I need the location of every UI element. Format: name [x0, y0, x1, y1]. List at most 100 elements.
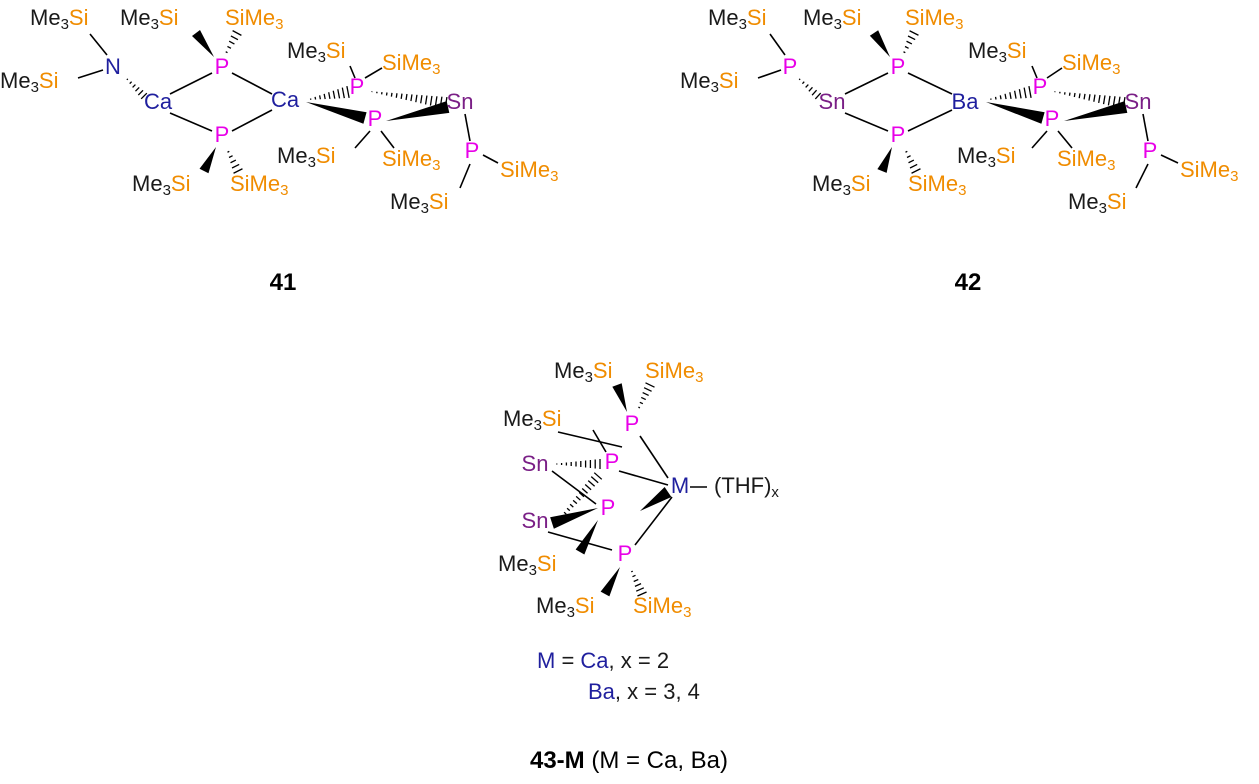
legend-equals: = [555, 648, 580, 673]
legend-line-2: Ba, x = 3, 4 [588, 679, 700, 704]
bond [1135, 163, 1149, 189]
bond [1031, 130, 1048, 149]
phosphorus-label: P [368, 106, 383, 131]
tin-label: Sn [522, 451, 549, 476]
wedge-bond [600, 567, 620, 597]
wedge-bond [192, 30, 214, 57]
legend-ba-x: , x = 3, 4 [615, 679, 700, 704]
legend-ca-x: , x = 2 [609, 648, 670, 673]
me3si-label: Me3Si [554, 358, 612, 386]
bond [1046, 67, 1063, 79]
bond [757, 69, 782, 79]
wedge-bond [199, 147, 216, 174]
wedge-bond [986, 102, 1045, 124]
hashed-bond [798, 78, 822, 100]
compound-43-label: 43-M (M = Ca, Ba) [530, 747, 728, 774]
hashed-bond [225, 30, 242, 54]
sime3-label: SiMe3 [225, 5, 283, 33]
compound-43-bold: 43-M [530, 747, 585, 774]
bond [618, 470, 669, 486]
bond [551, 470, 597, 505]
me3si-label: Me3Si [680, 68, 738, 96]
calcium-label: Ca [271, 87, 300, 112]
wedge-bond [877, 147, 892, 173]
bond [77, 69, 104, 79]
bond [639, 435, 669, 479]
phosphorus-label: P [891, 54, 906, 79]
compound-41-label: 41 [270, 269, 297, 296]
hashed-bond [638, 382, 655, 409]
me3si-label: Me3Si [498, 551, 556, 579]
bond [169, 112, 213, 132]
legend-ca: Ca [580, 648, 609, 673]
bond [231, 72, 273, 95]
me3si-label: Me3Si [0, 68, 58, 96]
phosphorus-label: P [1033, 74, 1048, 99]
sime3-label: SiMe3 [500, 157, 558, 185]
me3si-label: Me3Si [120, 5, 178, 33]
wedge-bond [869, 30, 890, 57]
me3si-label: Me3Si [390, 189, 448, 217]
sime3-label: SiMe3 [230, 171, 288, 199]
phosphorus-label: P [605, 449, 620, 474]
legend-ba: Ba [588, 679, 616, 704]
bond [1142, 113, 1149, 142]
hashed-bond [1054, 91, 1126, 110]
bond [354, 130, 371, 149]
sime3-label: SiMe3 [1180, 157, 1238, 185]
bond [907, 72, 953, 95]
phosphorus-label: P [215, 122, 230, 147]
hashed-bond [905, 150, 921, 174]
phosphorus-label: P [1045, 106, 1060, 131]
nitrogen-label: N [105, 54, 121, 79]
sime3-label: SiMe3 [382, 146, 440, 174]
phosphorus-label: P [783, 54, 798, 79]
calcium-label: Ca [144, 89, 173, 114]
bonds [77, 30, 1179, 597]
bond [592, 429, 607, 453]
bond [1031, 65, 1038, 79]
hashed-bond [990, 85, 1032, 100]
wedge-bond [306, 102, 367, 124]
sime3-label: SiMe3 [645, 358, 703, 386]
bond [231, 109, 273, 132]
bond [634, 496, 673, 546]
me3si-label: Me3Si [30, 5, 88, 33]
phosphorus-label: P [891, 122, 906, 147]
bond [557, 431, 623, 448]
bond [169, 72, 213, 95]
legend-line-1: M = Ca, x = 2 [537, 648, 669, 673]
me3si-label: Me3Si [708, 5, 766, 33]
bond [349, 65, 356, 79]
wedge-bond [640, 487, 672, 511]
legend-metal: M [537, 648, 555, 673]
phosphorus-label: P [625, 411, 640, 436]
bond [844, 72, 889, 95]
hashed-bond [630, 570, 647, 597]
phosphorus-label: P [618, 541, 633, 566]
compound-42-label: 42 [955, 269, 982, 296]
sime3-label: SiMe3 [382, 50, 440, 78]
bond [907, 109, 953, 132]
bond [464, 113, 471, 142]
me3si-label: Me3Si [968, 38, 1026, 66]
bond [844, 112, 889, 132]
barium-label: Ba [952, 89, 980, 114]
hashed-bond [126, 78, 148, 100]
tin-label: Sn [447, 89, 474, 114]
hashed-bond [227, 150, 243, 174]
wedge-bond [575, 520, 598, 555]
hashed-bond [309, 85, 350, 100]
wedge-bond [1064, 101, 1128, 121]
phosphorus-label: P [350, 74, 365, 99]
thf-label: (THF)x [714, 473, 779, 501]
sime3-label: SiMe3 [908, 171, 966, 199]
me3si-label: Me3Si [957, 143, 1015, 171]
bond [459, 163, 471, 189]
bond [1160, 154, 1179, 164]
bond [364, 67, 383, 79]
me3si-label: Me3Si [287, 38, 345, 66]
bond [1057, 130, 1073, 149]
